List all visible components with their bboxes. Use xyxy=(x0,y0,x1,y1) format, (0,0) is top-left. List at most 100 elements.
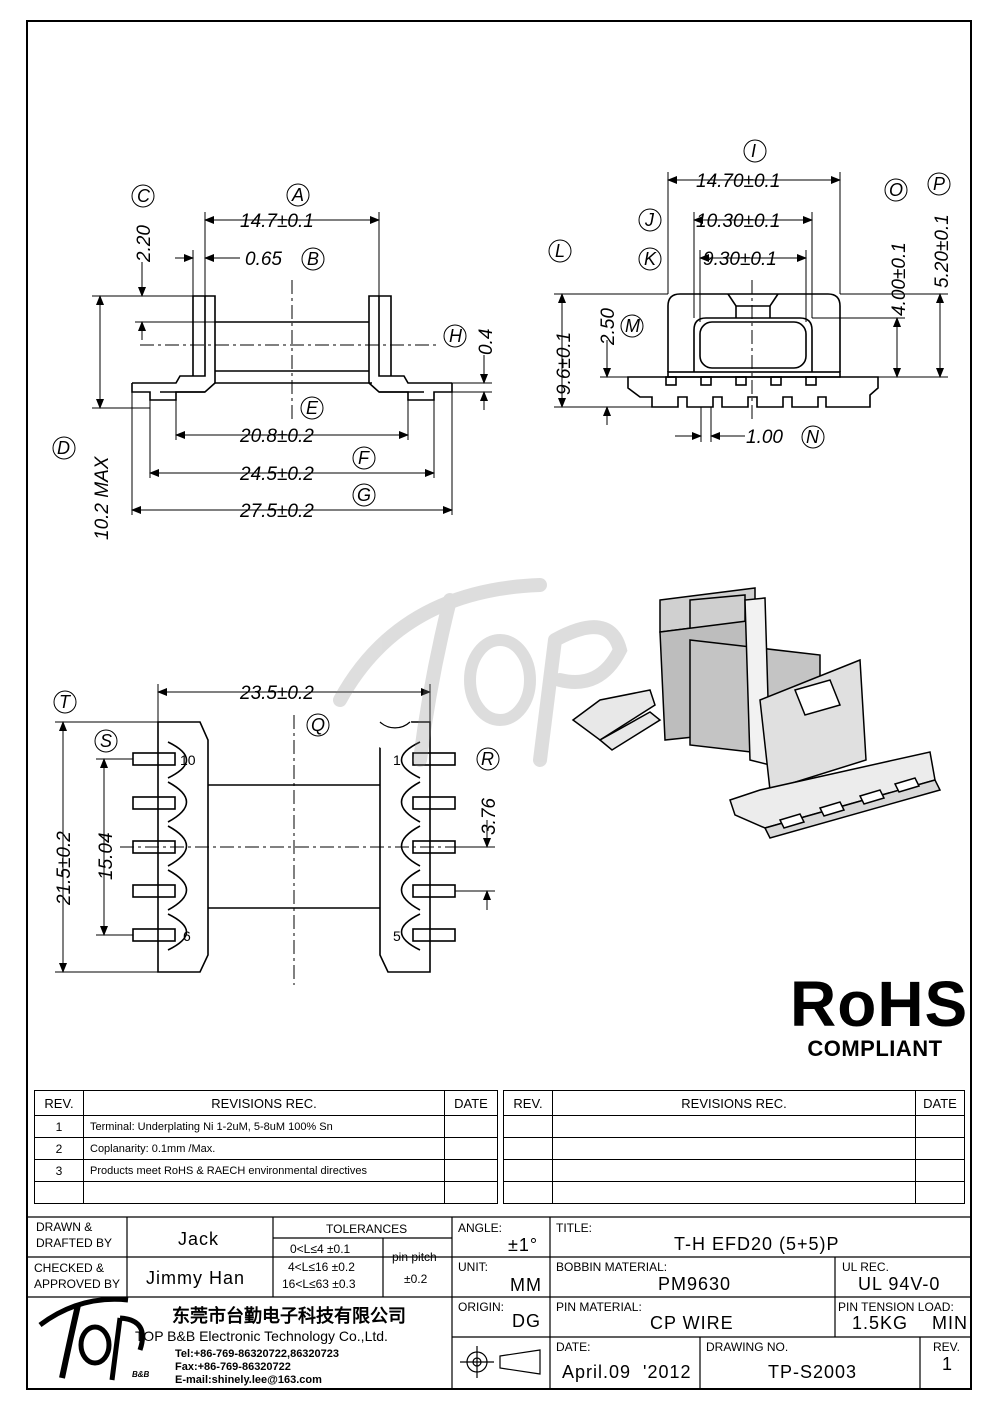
dim-f-text: 24.5±0.2 xyxy=(239,464,314,485)
unit-label: UNIT: xyxy=(458,1260,488,1274)
dim-o-text: 4.00±0.1 xyxy=(889,242,910,316)
tolerance-row-2: 4<L≤16 ±0.2 xyxy=(288,1260,355,1274)
origin-value: DG xyxy=(512,1311,541,1331)
checked-label: CHECKED & APPROVED BY xyxy=(34,1261,121,1291)
revision-table-left: REV. REVISIONS REC. DATE 1 Terminal: Und… xyxy=(34,1090,498,1204)
watermark-logo xyxy=(333,578,628,767)
company-fax: Fax:+86-769-86320722 xyxy=(175,1361,291,1373)
tag-q: Q xyxy=(311,715,325,735)
dim-k-text: 9.30±0.1 xyxy=(703,249,777,270)
company-email: E-mail:shinely.lee@163.com xyxy=(175,1374,322,1386)
tag-n-circle xyxy=(801,425,825,449)
rohs-badge: RoHS COMPLIANT xyxy=(790,972,967,1062)
angle-label: ANGLE: xyxy=(458,1221,503,1235)
logo-subtext: B&B xyxy=(132,1370,150,1379)
tolerance-row-1: 0<L≤4 ±0.1 xyxy=(290,1242,351,1256)
tag-m: M xyxy=(625,316,640,336)
tag-r: R xyxy=(481,749,494,769)
pin-pitch-label: pin pitch xyxy=(392,1250,437,1264)
tag-f: F xyxy=(358,448,370,468)
bottom-view-labels: 23.5±0.2 Q 3.76 R 15.04 S 21.5±0.2 T 1 5… xyxy=(53,683,500,944)
tag-b: B xyxy=(307,249,319,269)
dim-m-text: 2.50 xyxy=(598,308,619,346)
tag-o-circle xyxy=(884,178,908,202)
dim-p-text: 5.20±0.1 xyxy=(932,214,953,288)
company-name-cn: 东莞市台勤电子科技有限公司 xyxy=(172,1306,406,1326)
tag-i: I xyxy=(751,141,756,161)
tag-c: C xyxy=(137,186,151,206)
rev-label: REV. xyxy=(933,1340,960,1354)
tag-r-circle xyxy=(476,747,500,771)
ul-rec-value: UL 94V-0 xyxy=(858,1274,941,1294)
tag-s: S xyxy=(100,731,112,751)
revision-table-right: REV. REVISIONS REC. DATE xyxy=(503,1090,965,1204)
table-row xyxy=(34,1181,498,1204)
company-tel: Tel:+86-769-86320722,86320723 xyxy=(175,1348,340,1360)
company-logo-icon xyxy=(38,1296,145,1381)
revisions-header: REVISIONS REC. xyxy=(552,1090,916,1116)
angle-value: ±1° xyxy=(508,1235,539,1255)
tolerances-title: TOLERANCES xyxy=(326,1222,408,1236)
drawn-by-value: Jack xyxy=(178,1229,220,1249)
pin-label-1: 1 xyxy=(393,752,401,768)
table-row xyxy=(503,1181,965,1204)
pin-label-5: 5 xyxy=(393,928,401,944)
tag-p-circle xyxy=(927,172,951,196)
tag-f-circle xyxy=(352,446,376,470)
dim-n-text: 1.00 xyxy=(746,427,783,448)
unit-value: MM xyxy=(510,1275,542,1295)
front-view xyxy=(92,212,492,515)
bottom-view xyxy=(55,684,495,985)
tag-j-circle xyxy=(638,208,662,232)
table-row xyxy=(503,1115,965,1138)
isometric-view xyxy=(571,587,942,839)
tag-k: K xyxy=(644,249,657,269)
pin-label-6: 6 xyxy=(183,928,191,944)
drawing-no-label: DRAWING NO. xyxy=(706,1340,789,1354)
tag-h: H xyxy=(449,326,463,346)
dim-s-text: 15.04 xyxy=(96,832,117,880)
date-label: DATE: xyxy=(556,1340,591,1354)
dim-d-text: 10.2 MAX xyxy=(92,455,113,540)
rev-value: 1 xyxy=(942,1354,954,1374)
tag-d: D xyxy=(57,438,70,458)
pin-label-10: 10 xyxy=(180,752,196,768)
origin-label: ORIGIN: xyxy=(458,1300,505,1314)
bobbin-material-label: BOBBIN MATERIAL: xyxy=(556,1260,668,1274)
tag-o: O xyxy=(889,180,903,200)
tag-m-circle xyxy=(620,314,644,338)
pin-tension-label: PIN TENSION LOAD: xyxy=(838,1300,954,1314)
dim-a-text: 14.7±0.1 xyxy=(240,211,314,232)
checked-by-value: Jimmy Han xyxy=(146,1268,246,1288)
tag-b-circle xyxy=(301,247,325,271)
dim-i-text: 14.70±0.1 xyxy=(696,171,780,192)
drawn-label: DRAWN & DRAFTED BY xyxy=(36,1220,113,1250)
rev-text: Products meet RoHS & RAECH environmental… xyxy=(83,1159,445,1182)
tag-n: N xyxy=(806,427,820,447)
ul-rec-label: UL REC. xyxy=(842,1260,889,1274)
date-value: April.09 '2012 xyxy=(562,1362,692,1382)
tag-s-circle xyxy=(94,729,118,753)
tag-p: P xyxy=(933,174,945,194)
dim-b-text: 0.65 xyxy=(245,249,282,270)
company-name-en: TOP B&B Electronic Technology Co.,Ltd. xyxy=(135,1328,388,1344)
table-row: 1 Terminal: Underplating Ni 1-2uM, 5-8uM… xyxy=(34,1115,498,1138)
tag-g: G xyxy=(357,485,371,505)
front-view-labels: 14.7±0.1 A 0.65 B 2.20 C 10.2 MAX D 20.8… xyxy=(52,183,497,540)
tag-d-circle xyxy=(52,436,76,460)
pin-material-value: CP WIRE xyxy=(650,1313,734,1333)
tag-a-circle xyxy=(286,183,310,207)
tag-t-circle xyxy=(53,690,77,714)
table-row: 3 Products meet RoHS & RAECH environment… xyxy=(34,1159,498,1182)
dim-r-text: 3.76 xyxy=(479,798,500,835)
date-header: DATE xyxy=(444,1090,498,1116)
tag-l: L xyxy=(555,241,565,261)
side-view-labels: 14.70±0.1 I 10.30±0.1 J 9.30±0.1 K 9.6±0… xyxy=(548,139,953,449)
technical-drawing: 14.7±0.1 A 0.65 B 2.20 C 10.2 MAX D 20.8… xyxy=(52,139,953,985)
dim-c-text: 2.20 xyxy=(134,225,155,263)
tag-i-circle xyxy=(743,139,767,163)
tag-e-circle xyxy=(300,396,324,420)
drawing-sheet-border xyxy=(26,20,972,1390)
dim-l-text: 9.6±0.1 xyxy=(554,332,575,395)
